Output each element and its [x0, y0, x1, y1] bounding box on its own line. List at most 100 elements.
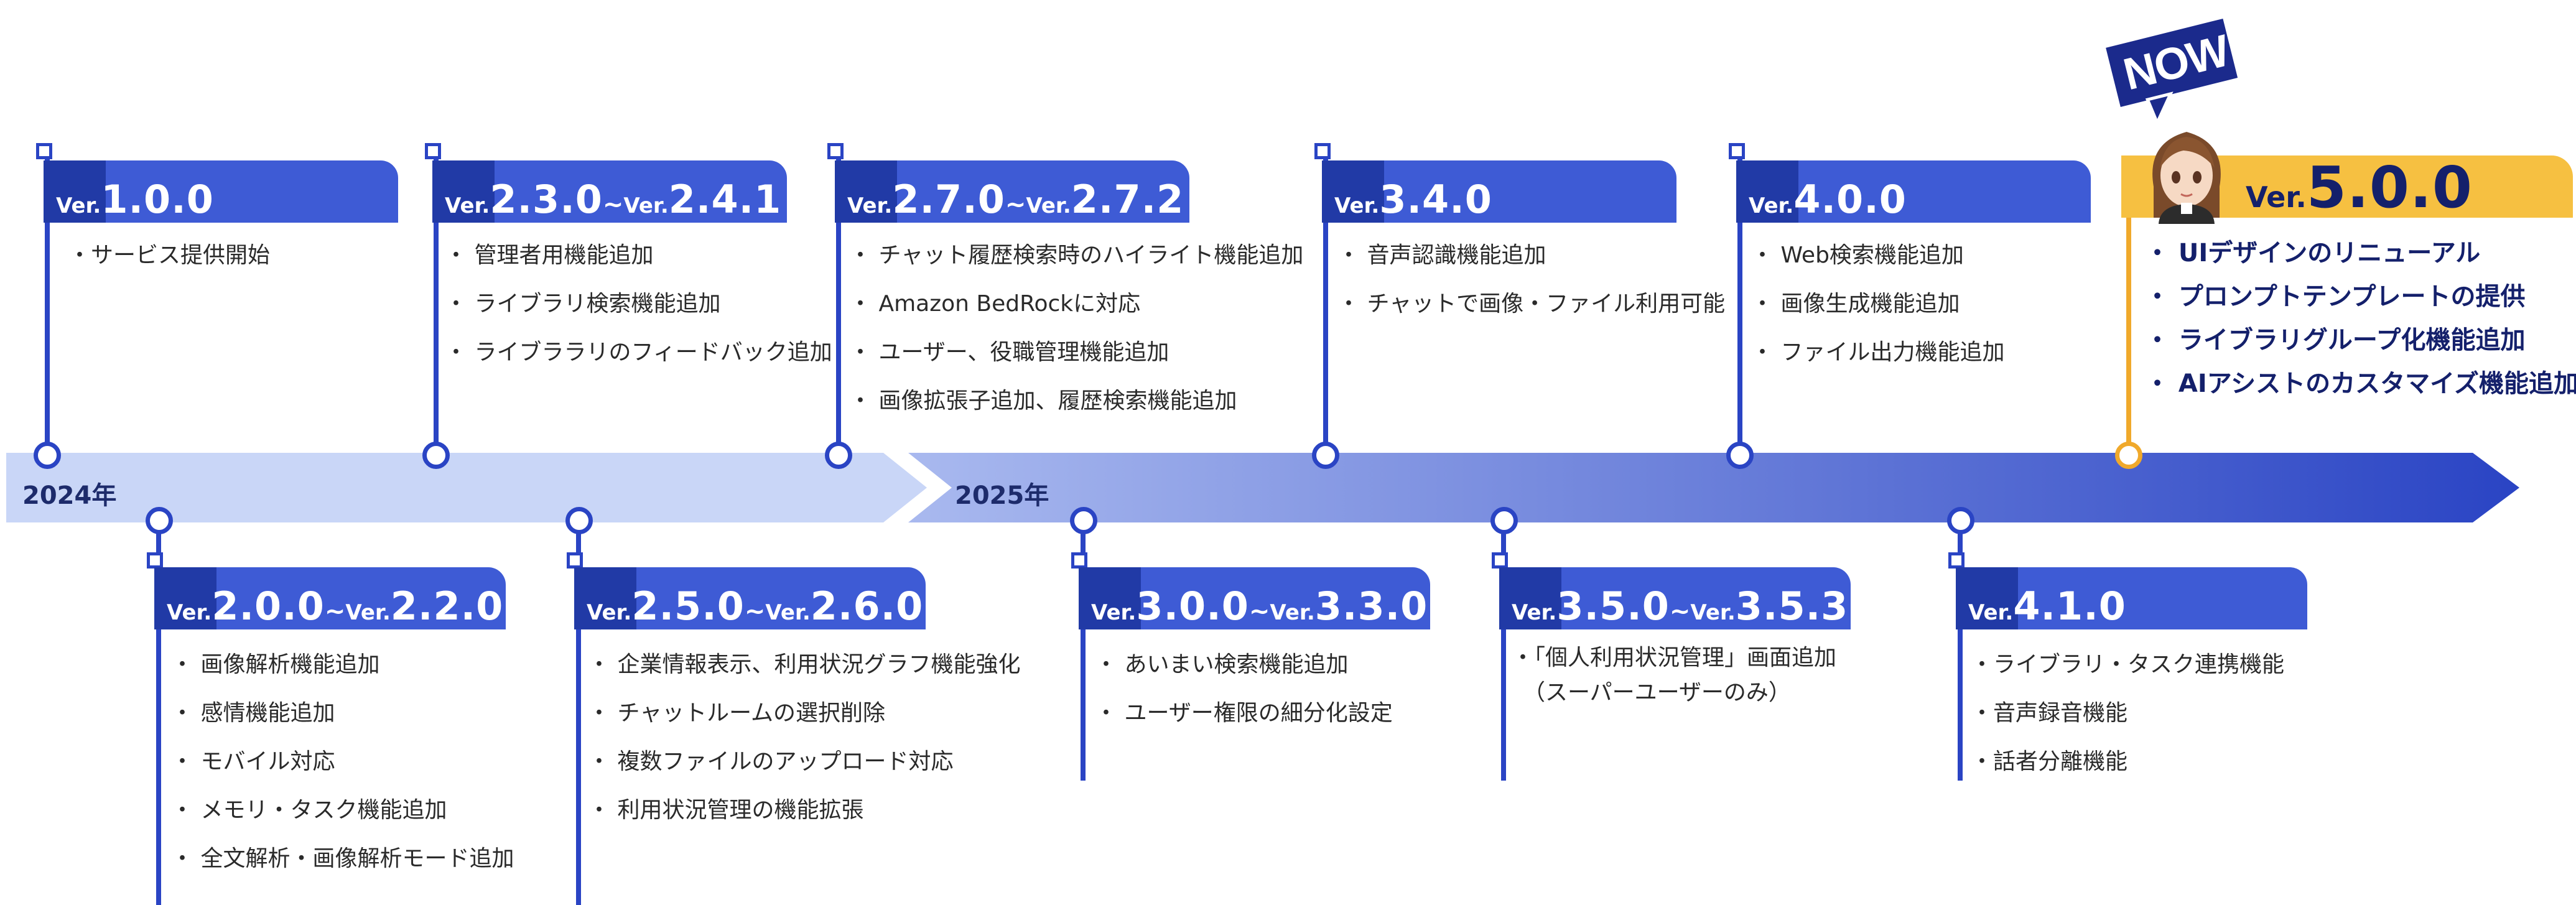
band-2025-arrow	[908, 453, 2519, 522]
version-tab-accent	[1736, 160, 1798, 223]
version-prefix: Ver.	[847, 193, 893, 218]
version-number: 2.6.0	[810, 583, 924, 629]
feature-list: ・ 管理者用機能追加 ・ ライブラリ検索機能追加 ・ ライブララリのフィードバッ…	[445, 231, 832, 377]
timeline-node	[565, 507, 593, 534]
version-number: 3.5.3	[1735, 583, 1849, 629]
now-badge-shape	[2101, 14, 2243, 127]
timeline-node	[34, 442, 61, 469]
version-number: 2.7.2	[1071, 177, 1184, 222]
version-tab: Ver.3.4.0	[1322, 160, 1676, 223]
milestone-stem	[156, 519, 161, 905]
feature-item: ・ UIデザインのリニューアル	[2145, 239, 2481, 267]
feature-list: ・「個人利用状況管理」画面追加 （スーパーユーザーのみ）	[1512, 641, 1836, 710]
milestone-marker-square	[1729, 143, 1745, 159]
version-number: 3.3.0	[1314, 583, 1428, 629]
version-prefix: Ver.	[1968, 600, 2014, 625]
milestone-marker-square	[827, 143, 844, 159]
version-tab: Ver.3.0.0~Ver.3.3.0	[1079, 567, 1430, 629]
feature-item: ・ ライブラリ検索機能追加	[445, 291, 721, 317]
version-tab: Ver.3.5.0~Ver.3.5.3	[1499, 567, 1851, 629]
version-number: 2.2.0	[390, 583, 504, 629]
feature-item: ・ 感情機能追加	[171, 700, 335, 726]
feature-item: ・ ファイル出力機能追加	[1751, 340, 2005, 365]
feature-item: ・ 画像拡張子追加、履歴検索機能追加	[849, 388, 1237, 414]
feature-item: ・ メモリ・タスク機能追加	[171, 797, 447, 823]
milestone-marker-square	[147, 552, 163, 569]
version-prefix: Ver.	[345, 600, 391, 625]
version-prefix: Ver.	[623, 193, 669, 218]
version-tab-accent	[1079, 567, 1141, 629]
year-label-2025: 2025年	[955, 481, 1049, 510]
version-tab: Ver.4.1.0	[1956, 567, 2307, 629]
milestone-stem	[1501, 519, 1506, 781]
version-number: 2.3.0	[490, 177, 603, 222]
feature-item: ・ チャットで画像・ファイル利用可能	[1337, 291, 1726, 317]
version-tab-accent	[835, 160, 897, 223]
version-separator: ~	[324, 597, 346, 626]
milestone-marker-square	[36, 143, 52, 159]
feature-item: ・ チャット履歴検索時のハイライト機能追加	[849, 243, 1304, 268]
year-label-2024: 2024年	[22, 481, 117, 510]
version-tab: Ver.2.7.0~Ver.2.7.2	[835, 160, 1189, 223]
version-number: 1.0.0	[101, 177, 214, 222]
feature-item: ・「個人利用状況管理」画面追加	[1512, 645, 1837, 671]
version-prefix: Ver.	[765, 600, 811, 625]
feature-list: ・ 画像解析機能追加 ・ 感情機能追加 ・ モバイル対応 ・ メモリ・タスク機能…	[171, 641, 514, 883]
version-separator: ~	[1669, 597, 1691, 626]
feature-item: ・サービス提供開始	[68, 243, 271, 268]
version-prefix: Ver.	[587, 600, 632, 625]
version-prefix: Ver.	[445, 193, 490, 218]
feature-item: ・ あいまい検索機能追加	[1095, 652, 1349, 677]
timeline-node	[1726, 442, 1754, 469]
feature-list: ・サービス提供開始	[68, 231, 270, 280]
version-prefix: Ver.	[1690, 600, 1736, 625]
feature-item: ・ チャットルームの選択削除	[588, 700, 886, 726]
milestone-marker-square	[1492, 552, 1508, 569]
feature-item: ・話者分離機能	[1971, 749, 2128, 774]
version-number: 3.5.0	[1556, 583, 1670, 629]
feature-item: ・ 画像解析機能追加	[171, 652, 380, 677]
feature-list: ・ あいまい検索機能追加 ・ ユーザー権限の細分化設定	[1095, 641, 1393, 738]
feature-item: ・ ユーザー権限の細分化設定	[1095, 700, 1393, 726]
milestone-stem	[1323, 155, 1328, 448]
feature-item: ・ 音声認識機能追加	[1337, 243, 1546, 268]
version-number: 5.0.0	[2306, 155, 2473, 218]
version-number: 2.7.0	[892, 177, 1005, 222]
version-number: 2.0.0	[212, 583, 325, 629]
version-prefix: Ver.	[1026, 193, 1071, 218]
feature-item: ・ モバイル対応	[171, 749, 335, 774]
timeline-node	[146, 507, 173, 534]
milestone-stem	[2126, 187, 2131, 448]
feature-item: ・ 利用状況管理の機能拡張	[588, 797, 864, 823]
milestone-stem	[1081, 519, 1086, 781]
version-prefix: Ver.	[1749, 193, 1794, 218]
version-tab-accent	[154, 567, 216, 629]
version-tab-accent	[432, 160, 495, 223]
timeline-node	[1312, 442, 1339, 469]
timeline-node	[1947, 507, 1974, 534]
milestone-marker-square	[1948, 552, 1965, 569]
version-tab-accent	[1499, 567, 1561, 629]
milestone-stem	[1737, 155, 1742, 448]
feature-item: ・ Amazon BedRockに対応	[849, 291, 1141, 317]
milestone-marker-square	[1071, 552, 1087, 569]
version-number: 4.1.0	[2013, 583, 2126, 629]
version-tab: Ver.4.0.0	[1736, 160, 2091, 223]
version-prefix: Ver.	[1512, 600, 1557, 625]
feature-list: ・ライブラリ・タスク連携機能 ・音声録音機能 ・話者分離機能	[1971, 641, 2284, 786]
version-separator: ~	[602, 190, 624, 219]
feature-item: ・ ライブラリグループ化機能追加	[2145, 326, 2526, 355]
milestone-marker-square	[425, 143, 441, 159]
version-tab-accent	[44, 160, 106, 223]
version-separator: ~	[1005, 190, 1026, 219]
milestone-stem	[434, 155, 439, 448]
version-prefix: Ver.	[1091, 600, 1137, 625]
version-prefix: Ver.	[1334, 193, 1380, 218]
feature-item: （スーパーユーザーのみ）	[1523, 680, 1791, 705]
character-avatar-icon	[2152, 132, 2221, 224]
version-number: 3.0.0	[1136, 583, 1249, 629]
milestone-marker-square	[1314, 143, 1331, 159]
avatar	[2140, 118, 2233, 224]
